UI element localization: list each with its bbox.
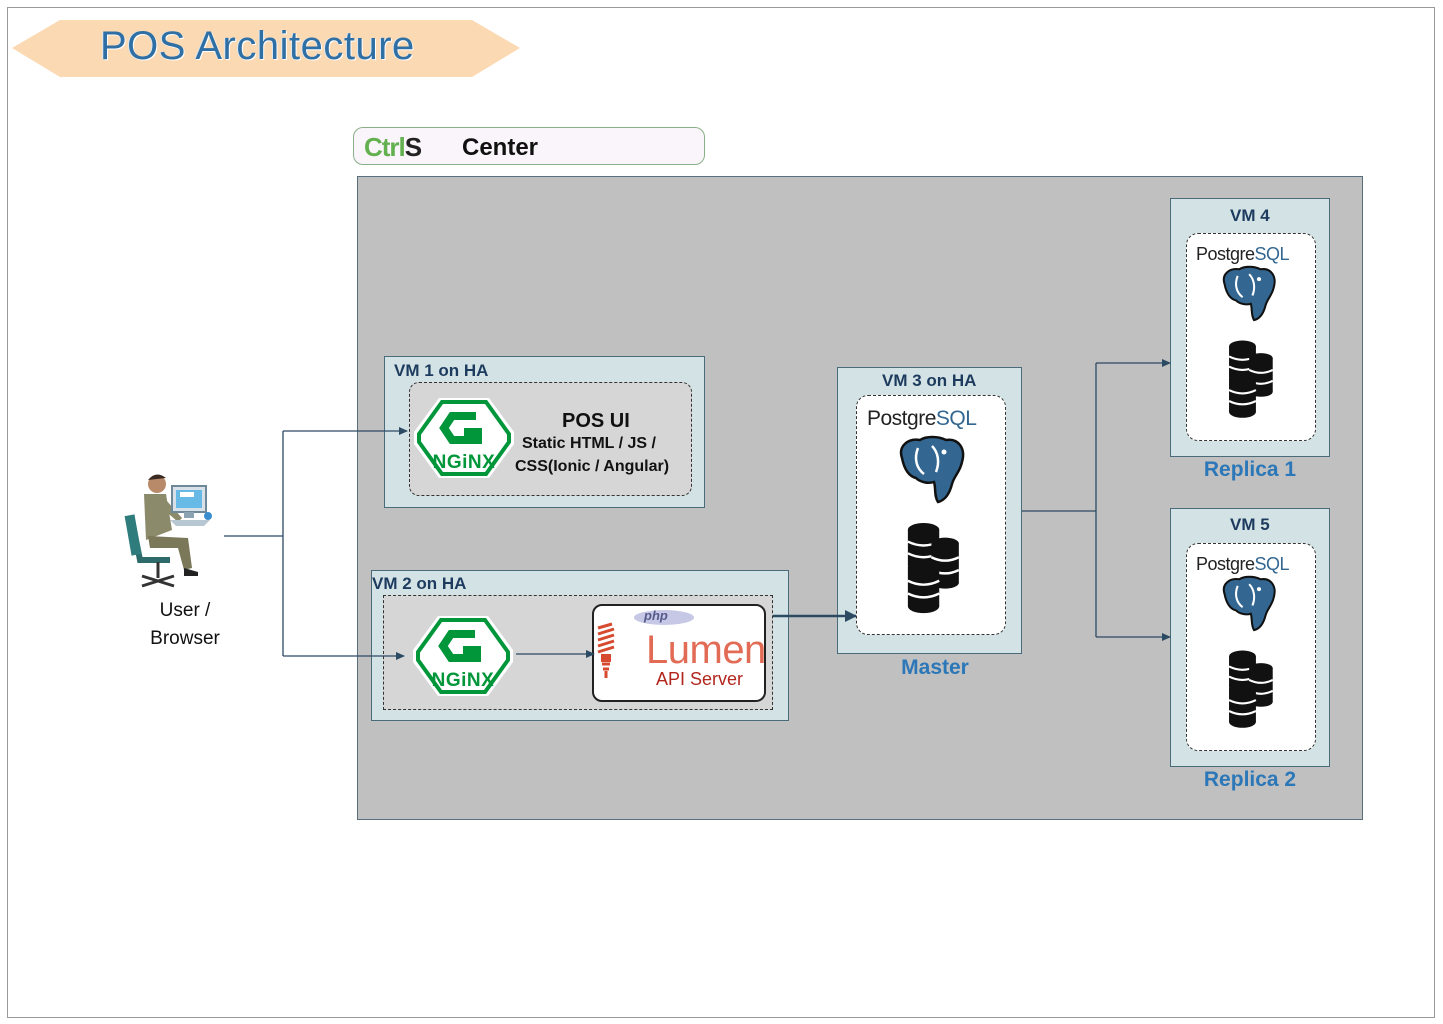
title-banner (12, 20, 520, 77)
vm5-elephant-icon (1222, 575, 1276, 632)
page-frame (7, 7, 1435, 1018)
php-logo-text: php (644, 608, 668, 623)
replication-connectors (1022, 359, 1171, 641)
user-browser-label: User / Browser (130, 597, 240, 653)
pos-ui-line1: Static HTML / JS / (522, 435, 656, 452)
vm2-title: VM 2 on HA (372, 574, 467, 593)
datacenter-label-text: Center (462, 134, 539, 161)
lumen-api-server (592, 604, 766, 702)
master-label: Master (901, 656, 969, 679)
replica1-label: Replica 1 (1203, 458, 1297, 481)
ctrls-logo: CtrlS (364, 132, 422, 162)
vm4-database-icon (1227, 339, 1274, 419)
datacenter-label: CtrlS Center (353, 127, 705, 165)
vm4-postgres-wordmark: PostgreSQL (1196, 244, 1290, 264)
vm5-postgres-wordmark: PostgreSQL (1196, 554, 1290, 574)
vm2-nginx-icon (413, 616, 513, 696)
replica2-label: Replica 2 (1203, 768, 1297, 791)
pos-ui-line2: CSS(Ionic / Angular) (515, 458, 670, 475)
user-connectors (224, 427, 408, 660)
vm4-title: VM 4 (1230, 206, 1270, 225)
vm3-postgres-wordmark: PostgreSQL (867, 407, 977, 430)
pos-ui-title: POS UI (562, 410, 630, 432)
vm5-title: VM 5 (1230, 515, 1270, 534)
lumen-bulb-icon (597, 622, 615, 678)
vm4-elephant-icon (1222, 265, 1276, 322)
user-label-line1: User / (159, 600, 211, 621)
lumen-logo-text: Lumen (646, 628, 766, 672)
vm3-database-icon (906, 521, 961, 615)
user-label-line2: Browser (150, 628, 220, 649)
vm3-title: VM 3 on HA (882, 371, 977, 390)
user-computer-icon (124, 474, 212, 588)
vm1-title: VM 1 on HA (394, 361, 489, 380)
vm5-database-icon (1227, 649, 1274, 729)
api-server-label: API Server (656, 669, 744, 689)
page-title: POS Architecture (100, 24, 415, 68)
vm3-elephant-icon (899, 435, 965, 504)
vm1-nginx-icon (414, 398, 514, 478)
php-badge (634, 610, 694, 625)
